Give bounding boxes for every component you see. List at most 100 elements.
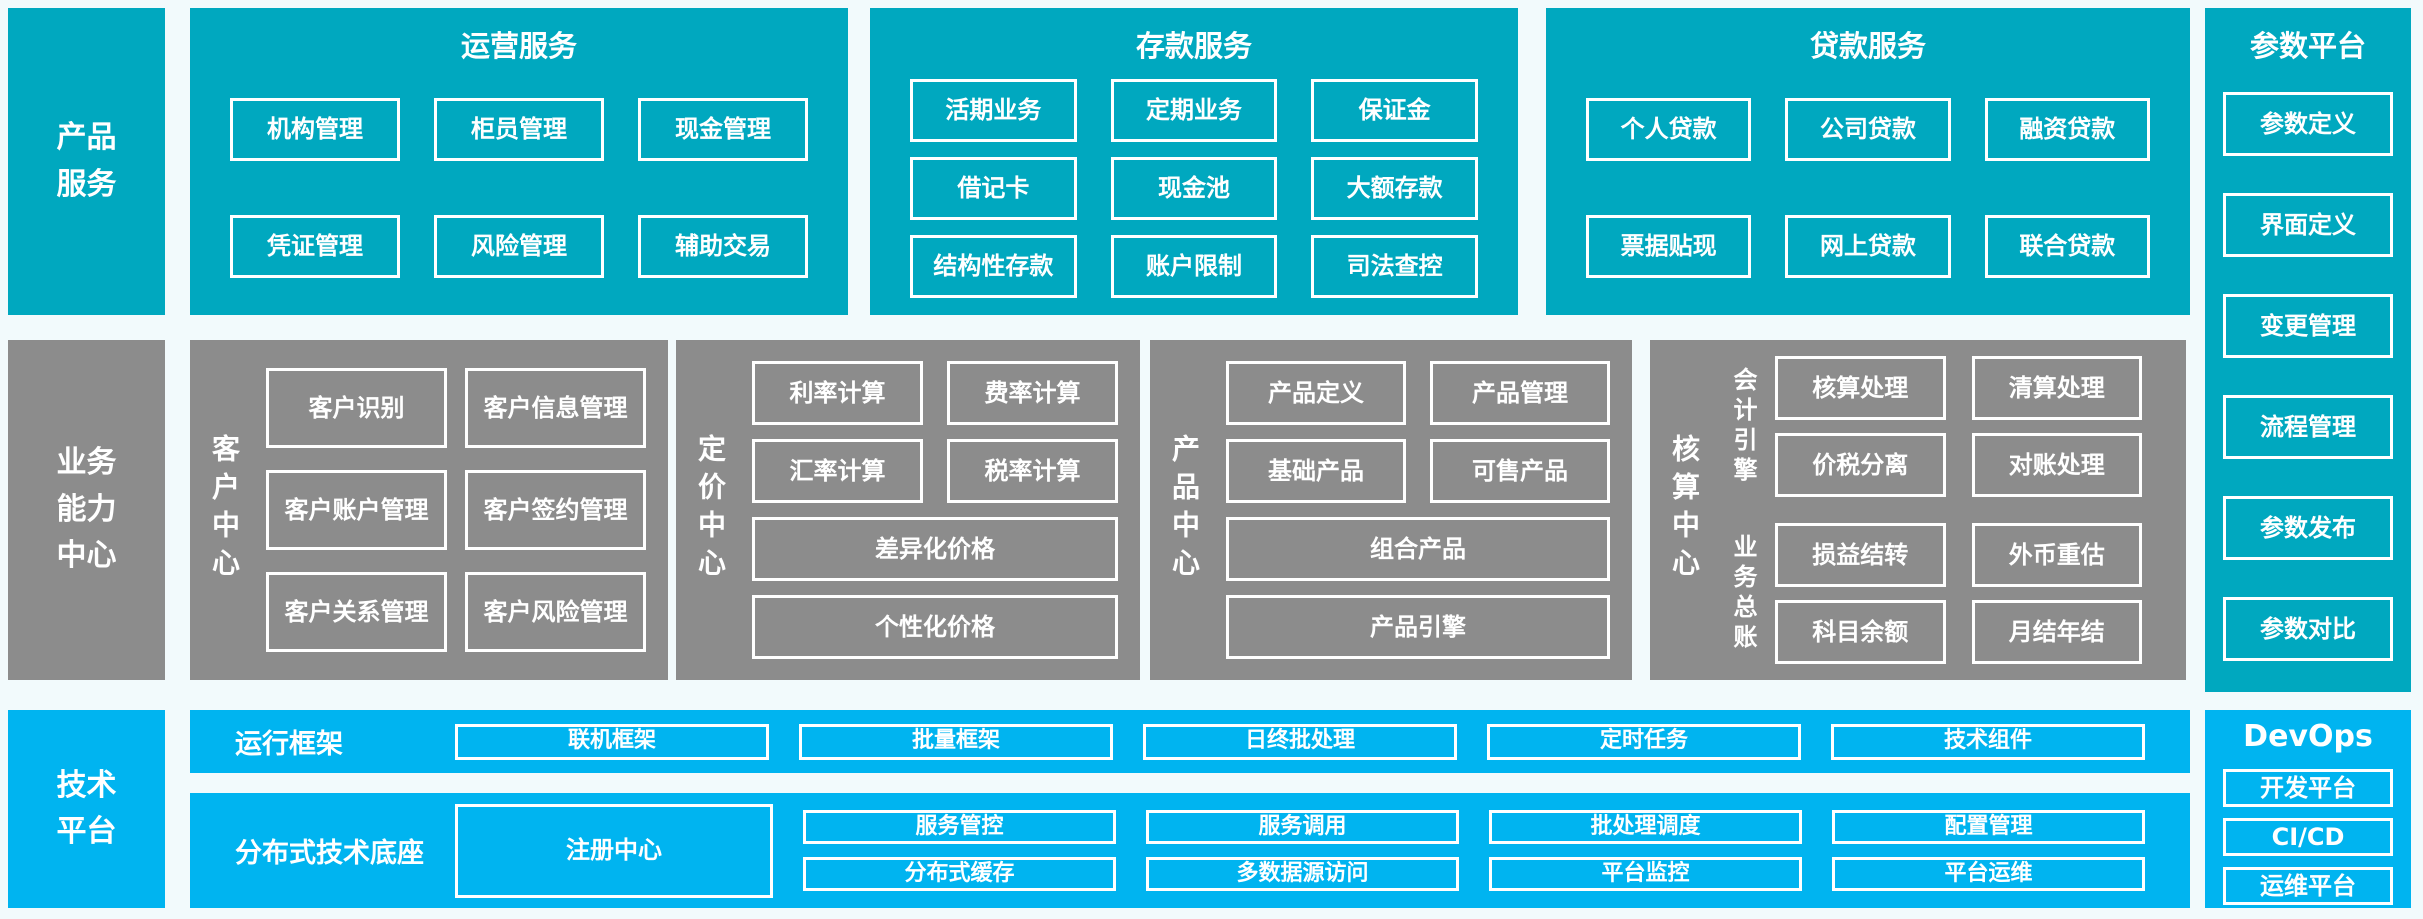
product-center-boxes: 产品定义 产品管理 基础产品 可售产品 组合产品 产品引擎 [1226,361,1610,659]
deposit-box: 借记卡 [910,157,1077,220]
parameter-box: 界面定义 [2223,193,2393,257]
customer-box: 客户风险管理 [465,572,646,652]
rail-product-services-line: 产品 [56,120,117,155]
rail-technology-platform-line: 技术 [56,767,117,803]
deposit-services-title: 存款服务 [1135,29,1252,63]
distributed-tech-base-label: 分布式技术底座 [235,838,424,869]
operations-box: 辅助交易 [638,215,808,278]
pricing-box: 利率计算 [752,361,923,425]
accounting-engine-boxes: 核算处理 清算处理 价税分离 对账处理 [1775,356,2142,497]
devops-box: 运维平台 [2223,867,2393,905]
column-parameter-platform: 参数平台 参数定义 界面定义 变更管理 流程管理 参数发布 参数对比 [2205,8,2411,692]
loan-services-boxes: 个人贷款 公司贷款 融资贷款 票据贴现 网上贷款 联合贷款 [1546,98,2190,278]
runtime-box: 联机框架 [455,723,769,760]
loan-box: 个人贷款 [1586,98,1752,161]
deposit-box: 保证金 [1311,79,1478,142]
product-box: 可售产品 [1430,439,1610,503]
ledger-box: 外币重估 [1971,523,2142,587]
column-devops: DevOps 开发平台 CI/CD 运维平台 [2205,710,2411,908]
business-ledger-group: 业务总账 损益结转 外币重估 科目余额 月结年结 [1726,523,2142,664]
panel-distributed-tech-base: 分布式技术底座 注册中心 服务管控 服务调用 批处理调度 配置管理 分布式缓存 … [190,793,2190,908]
parameter-platform-boxes: 参数定义 界面定义 变更管理 流程管理 参数发布 参数对比 [2223,92,2393,661]
deposit-box: 活期业务 [910,79,1077,142]
devops-box: CI/CD [2223,818,2393,856]
business-ledger-label: 业务总账 [1729,533,1757,654]
operations-box: 凭证管理 [230,215,400,278]
rail-business-capability-line: 中心 [56,538,117,574]
distributed-box: 分布式缓存 [803,857,1116,891]
panel-pricing-center: 定价中心 利率计算 费率计算 汇率计算 税率计算 差异化价格 个性化价格 [676,340,1140,680]
operations-services-title: 运营服务 [460,29,577,63]
deposit-box: 结构性存款 [910,235,1077,298]
pricing-box: 费率计算 [947,361,1118,425]
accounting-center-label: 核算中心 [1668,434,1701,586]
product-box-wide: 组合产品 [1226,517,1610,581]
accounting-box: 清算处理 [1971,356,2142,420]
runtime-box: 日终批处理 [1143,723,1457,760]
parameter-box: 变更管理 [2223,294,2393,358]
parameter-box: 流程管理 [2223,395,2393,459]
panel-operations-services: 运营服务 机构管理 柜员管理 现金管理 凭证管理 风险管理 辅助交易 [190,8,848,315]
accounting-center-groups: 会计引擎 核算处理 清算处理 价税分离 对账处理 业务总账 损益结转 外币重估 … [1726,356,2142,664]
loan-box: 公司贷款 [1785,98,1951,161]
runtime-box: 定时任务 [1487,723,1801,760]
customer-box: 客户签约管理 [465,470,646,550]
loan-services-title: 贷款服务 [1809,29,1926,63]
ledger-box: 损益结转 [1775,523,1946,587]
accounting-box: 价税分离 [1775,433,1946,497]
deposit-box: 账户限制 [1110,235,1278,298]
operations-box: 现金管理 [638,98,808,161]
product-box: 产品定义 [1226,361,1406,425]
devops-box: 开发平台 [2223,769,2393,807]
deposit-box: 现金池 [1110,157,1278,220]
accounting-box: 对账处理 [1971,433,2142,497]
runtime-framework-label: 运行框架 [235,729,343,760]
pricing-center-boxes: 利率计算 费率计算 汇率计算 税率计算 差异化价格 个性化价格 [752,361,1118,659]
deposit-box: 司法查控 [1311,235,1478,298]
distributed-box: 配置管理 [1832,810,2145,844]
operations-services-boxes: 机构管理 柜员管理 现金管理 凭证管理 风险管理 辅助交易 [190,98,848,278]
pricing-box-wide: 差异化价格 [752,517,1118,581]
distributed-box: 平台运维 [1832,857,2145,891]
pricing-box: 汇率计算 [752,439,923,503]
rail-product-services: 产品 服务 [8,8,165,315]
rail-business-capability-line: 业务 [56,445,117,481]
runtime-box: 技术组件 [1831,723,2145,760]
loan-box: 票据贴现 [1586,215,1752,278]
ledger-box: 科目余额 [1775,600,1946,664]
panel-accounting-center: 核算中心 会计引擎 核算处理 清算处理 价税分离 对账处理 业务总账 损益结转 … [1650,340,2186,680]
rail-product-services-line: 服务 [56,166,117,202]
panel-loan-services: 贷款服务 个人贷款 公司贷款 融资贷款 票据贴现 网上贷款 联合贷款 [1546,8,2190,315]
panel-runtime-framework: 运行框架 联机框架 批量框架 日终批处理 定时任务 技术组件 [190,710,2190,773]
product-center-label: 产品中心 [1168,434,1201,586]
parameter-box: 参数发布 [2223,496,2393,560]
runtime-framework-boxes: 联机框架 批量框架 日终批处理 定时任务 技术组件 [455,723,2145,760]
business-ledger-boxes: 损益结转 外币重估 科目余额 月结年结 [1775,523,2142,664]
accounting-box: 核算处理 [1775,356,1946,420]
deposit-box: 大额存款 [1311,157,1478,220]
customer-box: 客户识别 [266,368,447,448]
loan-box: 融资贷款 [1984,98,2150,161]
product-box: 产品管理 [1430,361,1610,425]
deposit-services-boxes: 活期业务 定期业务 保证金 借记卡 现金池 大额存款 结构性存款 账户限制 司法… [870,79,1518,298]
customer-box: 客户信息管理 [465,368,646,448]
product-box: 基础产品 [1226,439,1406,503]
customer-box: 客户关系管理 [266,572,447,652]
panel-customer-center: 客户中心 客户识别 客户信息管理 客户账户管理 客户签约管理 客户关系管理 客户… [190,340,668,680]
distributed-box: 多数据源访问 [1146,857,1459,891]
runtime-box: 批量框架 [799,723,1113,760]
rail-technology-platform: 技术 平台 [8,710,165,908]
accounting-engine-label: 会计引擎 [1729,366,1757,487]
operations-box: 机构管理 [230,98,400,161]
parameter-box: 参数定义 [2223,92,2393,156]
customer-center-boxes: 客户识别 客户信息管理 客户账户管理 客户签约管理 客户关系管理 客户风险管理 [266,368,646,652]
pricing-box: 税率计算 [947,439,1118,503]
devops-boxes: 开发平台 CI/CD 运维平台 [2223,769,2393,905]
distributed-box: 服务管控 [803,810,1116,844]
operations-box: 风险管理 [434,215,604,278]
parameter-box: 参数对比 [2223,597,2393,661]
distributed-box: 平台监控 [1489,857,1802,891]
ledger-box: 月结年结 [1971,600,2142,664]
loan-box: 联合贷款 [1984,215,2150,278]
